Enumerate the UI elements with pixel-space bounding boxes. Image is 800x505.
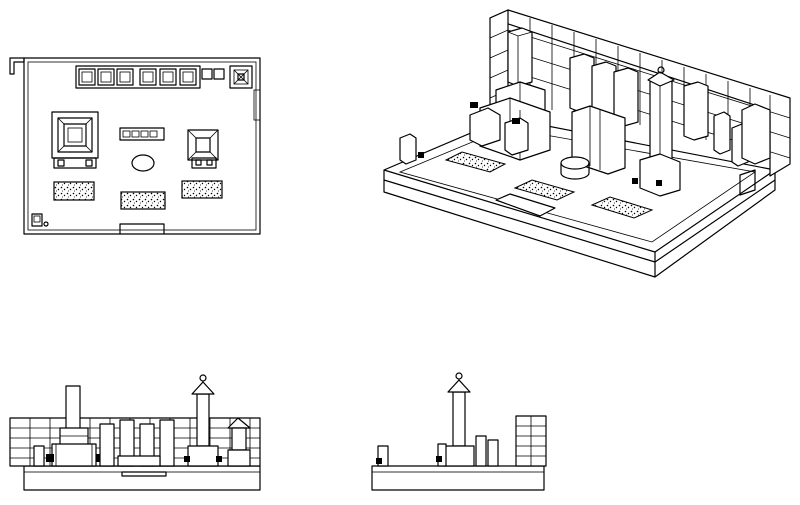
side-elevation bbox=[371, 372, 547, 491]
side-base bbox=[371, 465, 545, 491]
plan-right-monument bbox=[187, 129, 219, 169]
iso-gravel-bed-1 bbox=[444, 151, 507, 173]
isometric-view bbox=[383, 9, 791, 278]
front-elevation bbox=[9, 374, 261, 491]
front-right-lantern bbox=[227, 417, 251, 467]
plan-corner-post bbox=[9, 57, 25, 75]
plan-gravel-bed-center bbox=[120, 191, 166, 210]
iso-center-stones bbox=[560, 53, 639, 180]
plan-left-monument bbox=[51, 111, 99, 169]
plan-center-bench bbox=[119, 127, 165, 172]
plan-gravel-bed-left bbox=[53, 181, 95, 201]
iso-main-monument bbox=[469, 27, 551, 161]
iso-gravel-bed-2 bbox=[513, 179, 576, 201]
iso-right-stones bbox=[683, 81, 771, 167]
iso-entrance-step bbox=[495, 193, 556, 217]
iso-pillar bbox=[632, 66, 681, 197]
plan-outer-wall bbox=[23, 57, 261, 235]
front-main-monument bbox=[46, 385, 104, 467]
side-wall bbox=[515, 415, 547, 467]
front-base bbox=[23, 465, 261, 491]
plan-gravel-bed-right bbox=[181, 180, 223, 199]
side-pillar bbox=[443, 372, 475, 467]
plan-entrance bbox=[119, 223, 165, 234]
plan-view bbox=[9, 57, 261, 235]
iso-gravel-bed-3 bbox=[590, 196, 654, 219]
plan-top-stones bbox=[75, 65, 253, 89]
iso-lantern bbox=[399, 133, 417, 165]
front-pillar bbox=[184, 374, 222, 467]
front-center-stones bbox=[99, 419, 175, 467]
